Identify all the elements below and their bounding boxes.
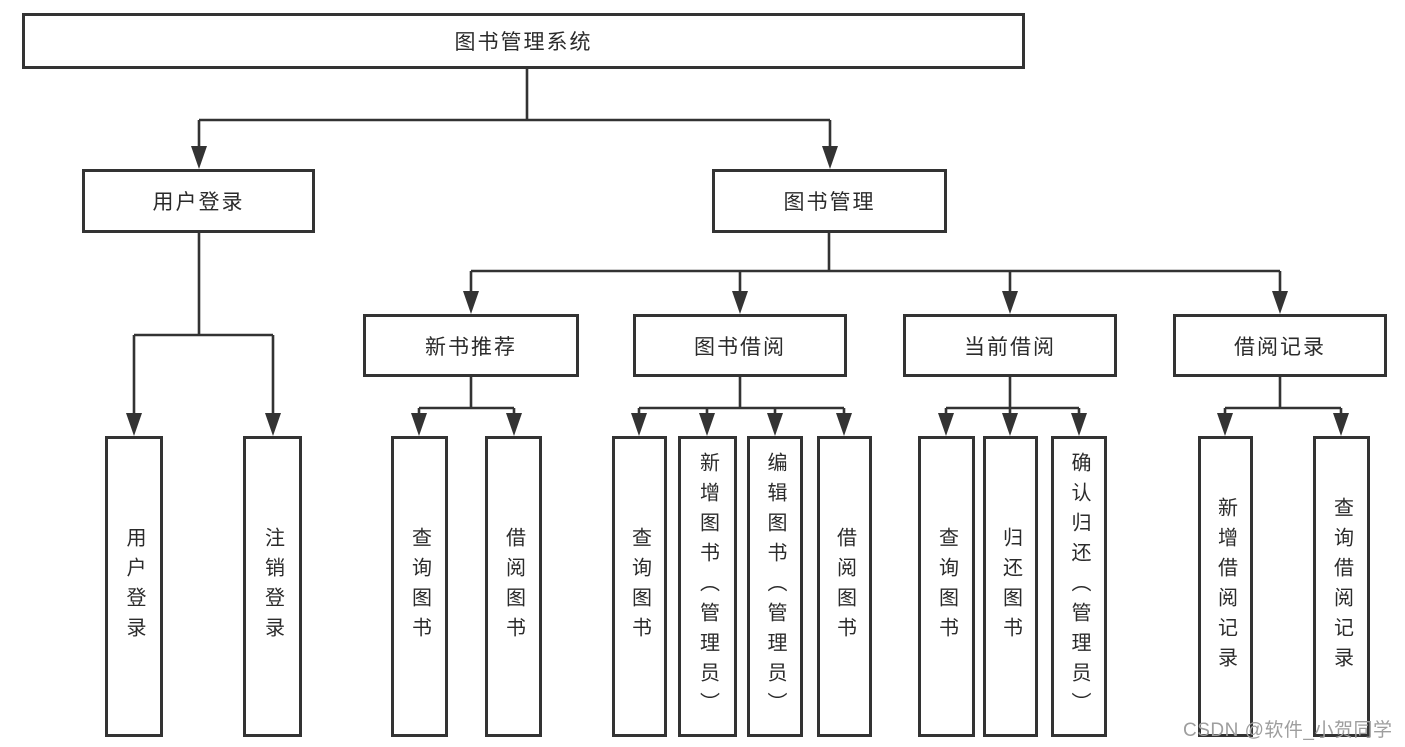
- leaf-add-borrow-record: 新增借阅记录: [1198, 436, 1253, 737]
- leaf-borrow-book: 借阅图书: [817, 436, 872, 737]
- leaf-borrow-book: 借阅图书: [485, 436, 542, 737]
- leaf-confirm-return-admin: 确认归还（管理员）: [1051, 436, 1107, 737]
- node-book-borrowing: 图书借阅: [633, 314, 847, 377]
- leaf-query-borrow-record: 查询借阅记录: [1313, 436, 1370, 737]
- csdn-watermark: CSDN @软件_小贺同学: [1183, 720, 1393, 741]
- leaf-query-book: 查询图书: [612, 436, 667, 737]
- leaf-user-login: 用户登录: [105, 436, 163, 737]
- leaf-return-book: 归还图书: [983, 436, 1038, 737]
- node-user-login: 用户登录: [82, 169, 315, 233]
- arrow-heads: [126, 146, 1349, 436]
- leaf-logout: 注销登录: [243, 436, 302, 737]
- leaf-query-book: 查询图书: [391, 436, 448, 737]
- leaf-edit-book-admin: 编辑图书（管理员）: [747, 436, 803, 737]
- node-current-borrowing: 当前借阅: [903, 314, 1117, 377]
- leaf-add-book-admin: 新增图书（管理员）: [678, 436, 737, 737]
- node-new-book-recommendation: 新书推荐: [363, 314, 579, 377]
- node-book-management: 图书管理: [712, 169, 947, 233]
- node-borrowing-records: 借阅记录: [1173, 314, 1387, 377]
- leaf-query-book: 查询图书: [918, 436, 975, 737]
- node-root-system: 图书管理系统: [22, 13, 1025, 69]
